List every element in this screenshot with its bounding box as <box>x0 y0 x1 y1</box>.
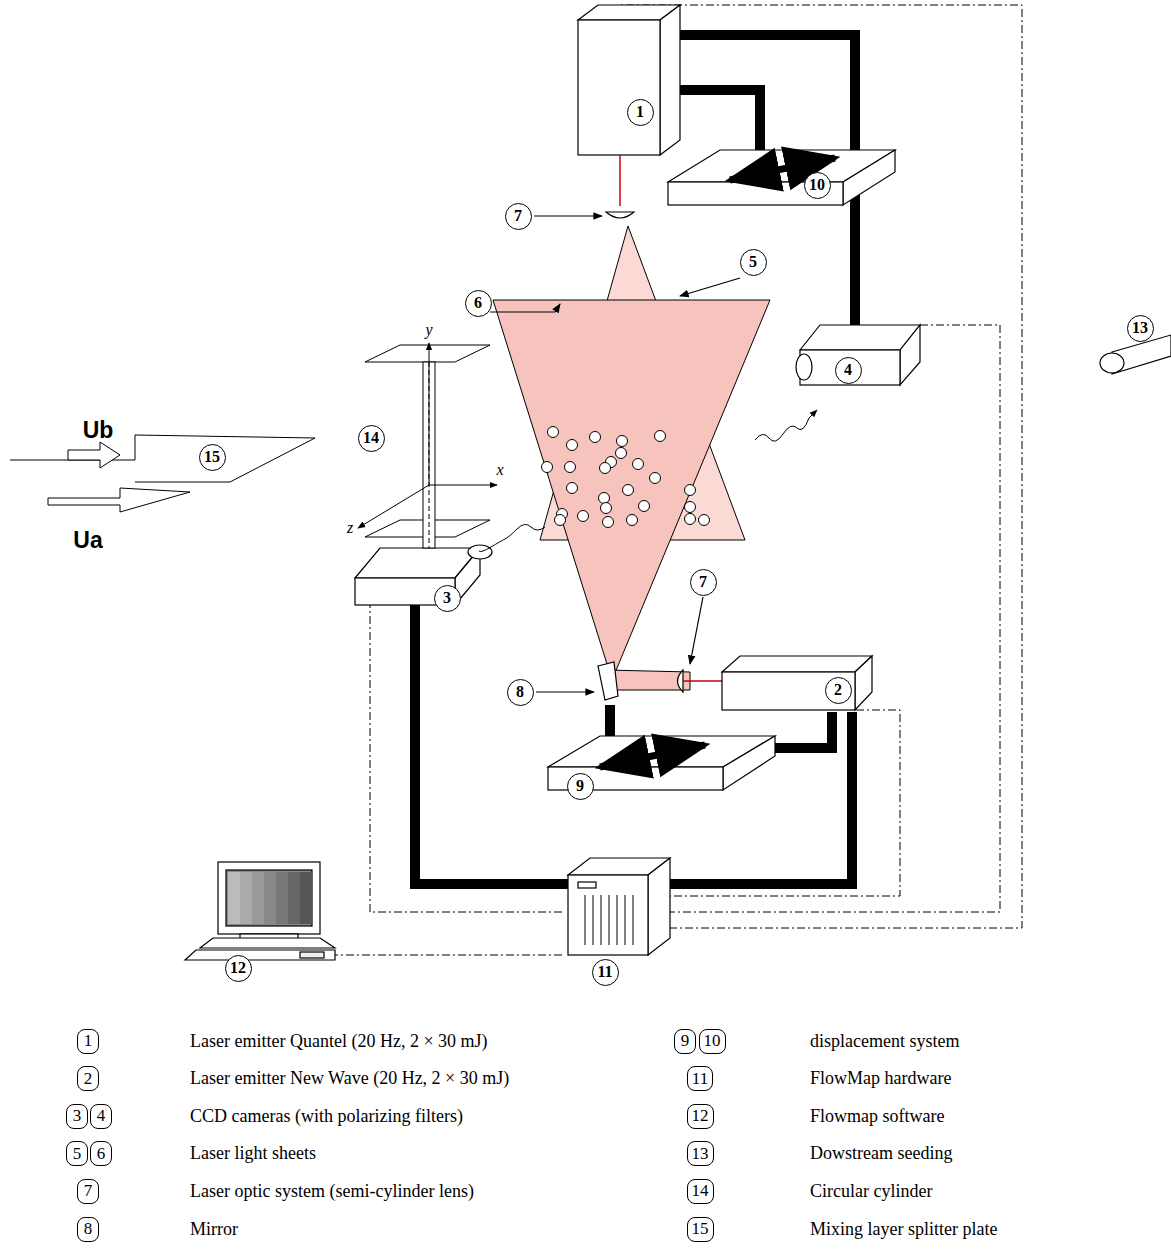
legend-description: Laser optic system (semi-cylinder lens) <box>190 1181 474 1202</box>
legend-key-number: 7 <box>77 1179 99 1204</box>
axis-label: z <box>347 519 353 537</box>
callout-text: 2 <box>84 1069 93 1089</box>
callout-text: 4 <box>844 361 852 379</box>
legend-key-number: 6 <box>90 1141 112 1166</box>
callout-text: 15 <box>204 448 220 466</box>
legend-description: Laser emitter New Wave (20 Hz, 2 × 30 mJ… <box>190 1068 509 1089</box>
callout-number: 2 <box>825 677 852 704</box>
callout-text: 11 <box>597 963 612 981</box>
callout-text: 12 <box>230 959 246 977</box>
callout-number: 14 <box>358 425 385 452</box>
callout-number: 4 <box>835 357 862 384</box>
callout-text: 7 <box>514 207 522 225</box>
callout-text: 14 <box>692 1181 709 1201</box>
legend-description: Laser emitter Quantel (20 Hz, 2 × 30 mJ) <box>190 1031 488 1052</box>
callout-text: 6 <box>474 294 482 312</box>
callout-number: 9 <box>567 773 594 800</box>
legend-key-number: 2 <box>77 1066 99 1091</box>
legend-description: Circular cylinder <box>810 1181 932 1202</box>
legend-key-number: 11 <box>687 1066 713 1091</box>
callout-number: 7 <box>505 203 532 230</box>
callout-number: 1 <box>627 99 654 126</box>
callout-text: 2 <box>834 681 842 699</box>
legend-description: displacement system <box>810 1031 959 1052</box>
callout-text: 9 <box>681 1031 690 1051</box>
flow-speed-label: Ub <box>83 417 114 444</box>
legend-key-number: 10 <box>699 1029 726 1054</box>
callout-number: 11 <box>592 959 619 986</box>
callout-number: 12 <box>225 955 252 982</box>
legend-description: CCD cameras (with polarizing filters) <box>190 1106 463 1127</box>
callout-number: 13 <box>1127 315 1154 342</box>
callout-text: 7 <box>84 1181 93 1201</box>
legend-key-number: 14 <box>687 1179 714 1204</box>
callout-number: 7 <box>690 569 717 596</box>
callout-text: 3 <box>73 1106 82 1126</box>
legend-description: Dowstream seeding <box>810 1143 952 1164</box>
legend-key-number: 9 <box>674 1029 696 1054</box>
legend-key-number: 13 <box>687 1141 714 1166</box>
callout-text: 6 <box>97 1144 106 1164</box>
legend-key-number: 3 <box>66 1104 88 1129</box>
legend-description: Mixing layer splitter plate <box>810 1219 997 1240</box>
callout-text: 12 <box>692 1106 709 1126</box>
axis-label: y <box>425 321 432 339</box>
callout-text: 15 <box>692 1219 709 1239</box>
legend-description: Flowmap software <box>810 1106 944 1127</box>
callout-number: 10 <box>804 172 831 199</box>
callout-text: 13 <box>1132 319 1148 337</box>
legend-key-number: 1 <box>77 1029 99 1054</box>
callout-text: 11 <box>692 1069 708 1089</box>
legend-description: Laser light sheets <box>190 1143 316 1164</box>
legend-key-number: 5 <box>66 1141 88 1166</box>
legend-key-number: 15 <box>687 1217 714 1242</box>
axis-label: x <box>496 461 503 479</box>
callout-number: 5 <box>740 249 767 276</box>
callout-text: 9 <box>576 777 584 795</box>
legend-key-number: 4 <box>90 1104 112 1129</box>
callout-text: 4 <box>97 1106 106 1126</box>
callout-number: 15 <box>199 444 226 471</box>
callout-text: 1 <box>636 103 644 121</box>
callout-text: 8 <box>516 683 524 701</box>
legend-key-number: 8 <box>77 1217 99 1242</box>
callout-text: 1 <box>84 1031 93 1051</box>
callout-text: 13 <box>692 1144 709 1164</box>
callout-text: 5 <box>73 1144 82 1164</box>
callout-number: 3 <box>434 585 461 612</box>
callout-text: 3 <box>443 589 451 607</box>
legend-description: FlowMap hardware <box>810 1068 951 1089</box>
callout-text: 5 <box>749 253 757 271</box>
callout-text: 10 <box>704 1031 721 1051</box>
callout-text: 8 <box>84 1219 93 1239</box>
callout-number: 6 <box>465 290 492 317</box>
callout-text: 7 <box>699 573 707 591</box>
callout-number: 8 <box>507 679 534 706</box>
legend-description: Mirror <box>190 1219 238 1240</box>
callout-text: 10 <box>809 176 825 194</box>
callout-text: 14 <box>363 429 379 447</box>
flow-speed-label: Ua <box>73 527 102 554</box>
legend-key-number: 12 <box>687 1104 714 1129</box>
